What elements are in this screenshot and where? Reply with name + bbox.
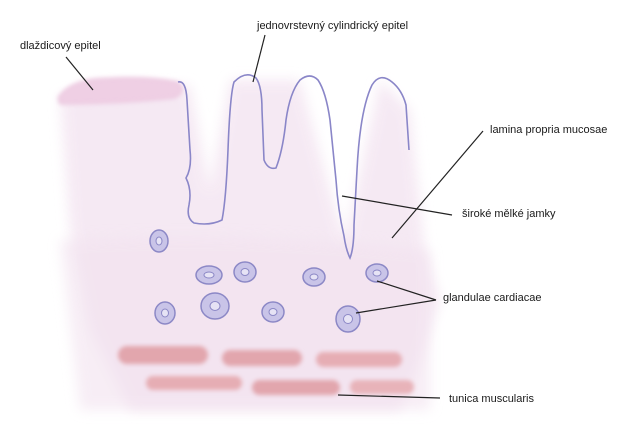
gland-cell <box>155 302 175 324</box>
gland-cell <box>150 230 168 252</box>
label-jednovrstevny-cylindricky-epitel: jednovrstevný cylindrický epitel <box>257 20 408 33</box>
gland-cell <box>366 264 388 282</box>
gland-cell <box>234 262 256 282</box>
label-glandulae-cardiacae: glandulae cardiacae <box>443 292 541 305</box>
label-lamina-propria-mucosae: lamina propria mucosae <box>490 124 607 137</box>
muscle-fiber <box>118 346 208 364</box>
label-dlazdicovy-epitel: dlaždicový epitel <box>20 40 101 53</box>
gland-cell <box>303 268 325 286</box>
muscle-fiber <box>316 352 402 367</box>
muscle-fiber <box>350 380 414 394</box>
muscle-fiber <box>146 376 242 390</box>
gland-cell <box>336 306 360 332</box>
muscle-fiber <box>222 350 302 366</box>
gland-cell <box>201 293 229 319</box>
label-tunica-muscularis: tunica muscularis <box>449 393 534 406</box>
gland-cell <box>262 302 284 322</box>
leader-jednovrstevny <box>253 35 265 82</box>
muscle-fiber <box>252 380 340 395</box>
gland-cell <box>196 266 222 284</box>
label-siroke-melke-jamky: široké mělké jamky <box>462 208 556 221</box>
